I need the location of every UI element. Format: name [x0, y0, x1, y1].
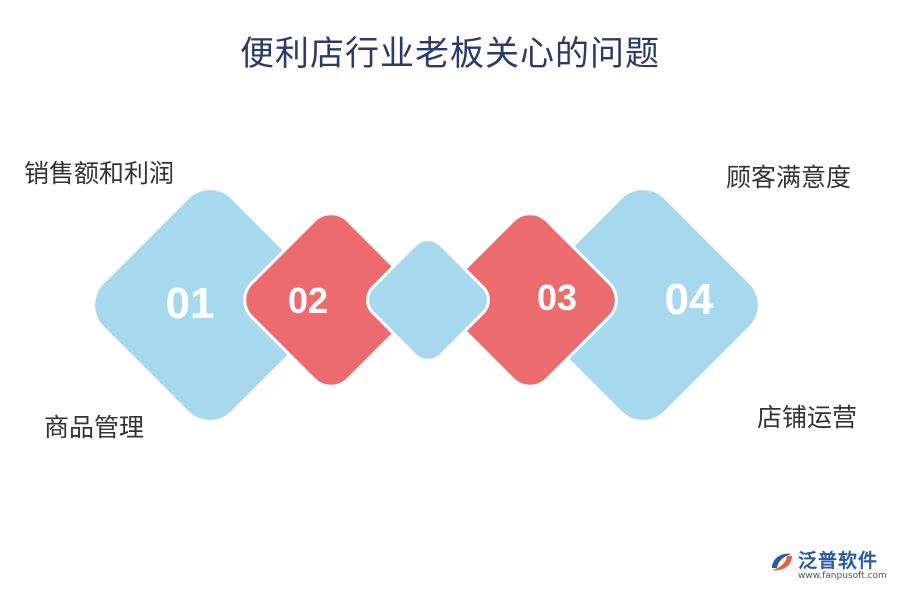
brand-logo: 泛普软件 www.fanpusoft.com	[768, 546, 888, 586]
number-01: 01	[166, 279, 215, 328]
logo-name: 泛普软件	[798, 550, 879, 572]
number-02: 02	[288, 280, 328, 321]
number-04: 04	[665, 275, 714, 324]
diamond-01	[95, 190, 325, 420]
diamond-center	[366, 238, 490, 362]
label-product-management: 商品管理	[44, 413, 145, 442]
diamond-04	[528, 190, 758, 420]
diamond-02	[243, 212, 419, 388]
number-03: 03	[537, 277, 577, 318]
page-title: 便利店行业老板关心的问题	[240, 34, 660, 74]
label-store-operation: 店铺运营	[757, 403, 858, 432]
logo-swirl-icon	[772, 553, 792, 571]
diamond-03	[442, 212, 618, 388]
label-customer-satisfaction: 顾客满意度	[726, 163, 852, 192]
logo-url: www.fanpusoft.com	[798, 571, 887, 581]
label-sales-profit: 销售额和利润	[24, 159, 175, 188]
